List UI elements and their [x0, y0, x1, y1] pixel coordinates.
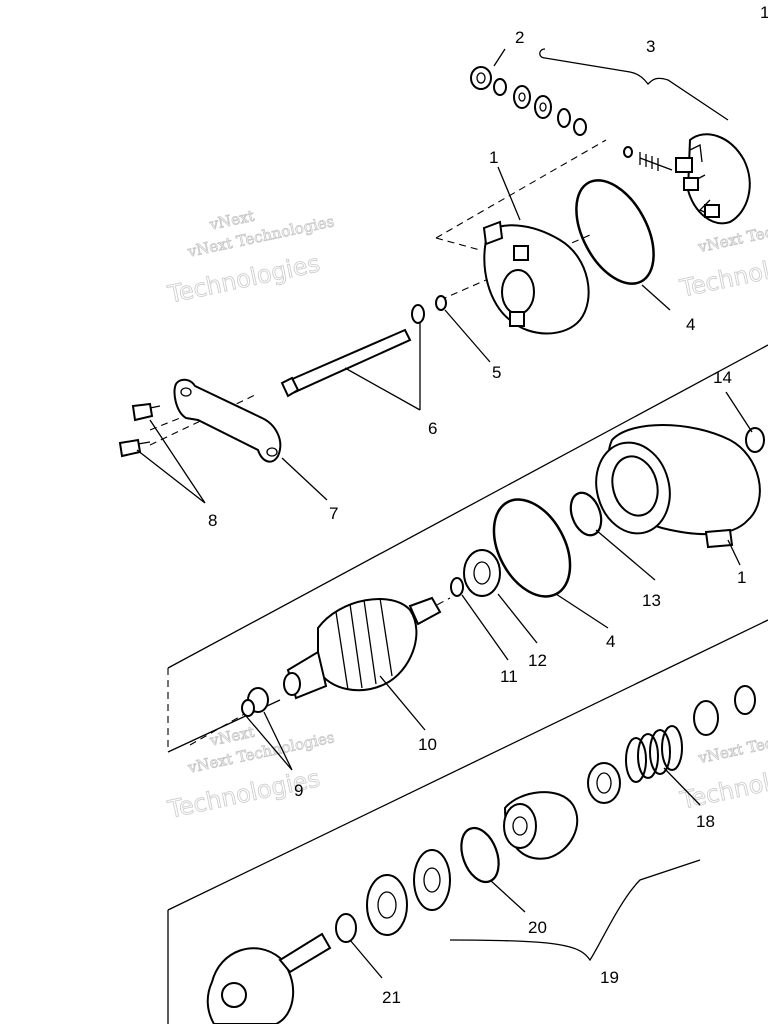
callout-21: 21: [382, 988, 401, 1007]
callout-12: 12: [528, 651, 547, 670]
callout-4-top: 4: [686, 315, 695, 334]
circlip-part-21: [335, 913, 357, 943]
callouts: 2 3 1 1 4 5 6 7 8 14 1 13 4 12 11 10 9 1…: [208, 3, 768, 1007]
collar: [587, 762, 621, 804]
callout-2: 2: [515, 28, 524, 47]
bracket-part-7: [173, 378, 282, 463]
callout-18: 18: [696, 812, 715, 831]
watermark-upper-left: vNext vNext Technologies Technologies: [164, 206, 336, 309]
callout-7: 7: [329, 504, 338, 523]
spacer-part-9: [241, 687, 269, 717]
svg-text:Technologies: Technologies: [677, 755, 768, 815]
washer-set-part-3: [493, 78, 673, 171]
thrust-washer: [366, 849, 451, 936]
overrunning-clutch: [503, 791, 579, 860]
callout-1-edge: 1: [760, 3, 768, 22]
callout-9: 9: [294, 781, 303, 800]
callout-5: 5: [492, 363, 501, 382]
nut-part-2: [470, 66, 492, 90]
spring-part-18: [625, 725, 683, 783]
o-ring-small-part-13: [569, 491, 603, 537]
motor-housing-part-1: [595, 424, 761, 549]
washer-part-14: [745, 427, 765, 453]
leader-lines: [136, 48, 753, 979]
callout-10: 10: [418, 735, 437, 754]
o-ring-part-20: [460, 826, 500, 884]
callout-4-mid: 4: [606, 632, 615, 651]
watermark-lower-left: vNext vNext Technologies Technologies: [164, 722, 336, 824]
callout-20: 20: [528, 918, 547, 937]
callout-19: 19: [600, 968, 619, 987]
circlip-part-11: [450, 577, 464, 597]
bolt-part-8: [118, 402, 161, 458]
pinion-gear: [206, 932, 332, 1024]
armature-part-10: [283, 596, 442, 700]
assembly-outlines: [149, 139, 768, 1024]
bearing-part-12: [463, 549, 501, 597]
brush-holder-part-3: [675, 133, 751, 225]
callout-1-mid: 1: [737, 568, 746, 587]
callout-8: 8: [208, 511, 217, 530]
o-ring-top-part-4: [575, 179, 655, 285]
callout-6: 6: [428, 419, 437, 438]
watermark-lower-right: vNext Technologies Technologies: [677, 718, 768, 815]
svg-text:Technologies: Technologies: [165, 249, 323, 309]
callout-3: 3: [646, 37, 655, 56]
end-cover-part-1: [482, 220, 590, 335]
callout-1-top: 1: [489, 148, 498, 167]
through-bolt-part-6: [280, 304, 425, 398]
svg-text:Technologies: Technologies: [677, 243, 768, 303]
callout-13: 13: [642, 591, 661, 610]
bushing-right: [693, 685, 756, 736]
callout-11: 11: [500, 667, 518, 686]
callout-14: 14: [713, 368, 732, 387]
small-washer-part-5: [435, 295, 447, 311]
